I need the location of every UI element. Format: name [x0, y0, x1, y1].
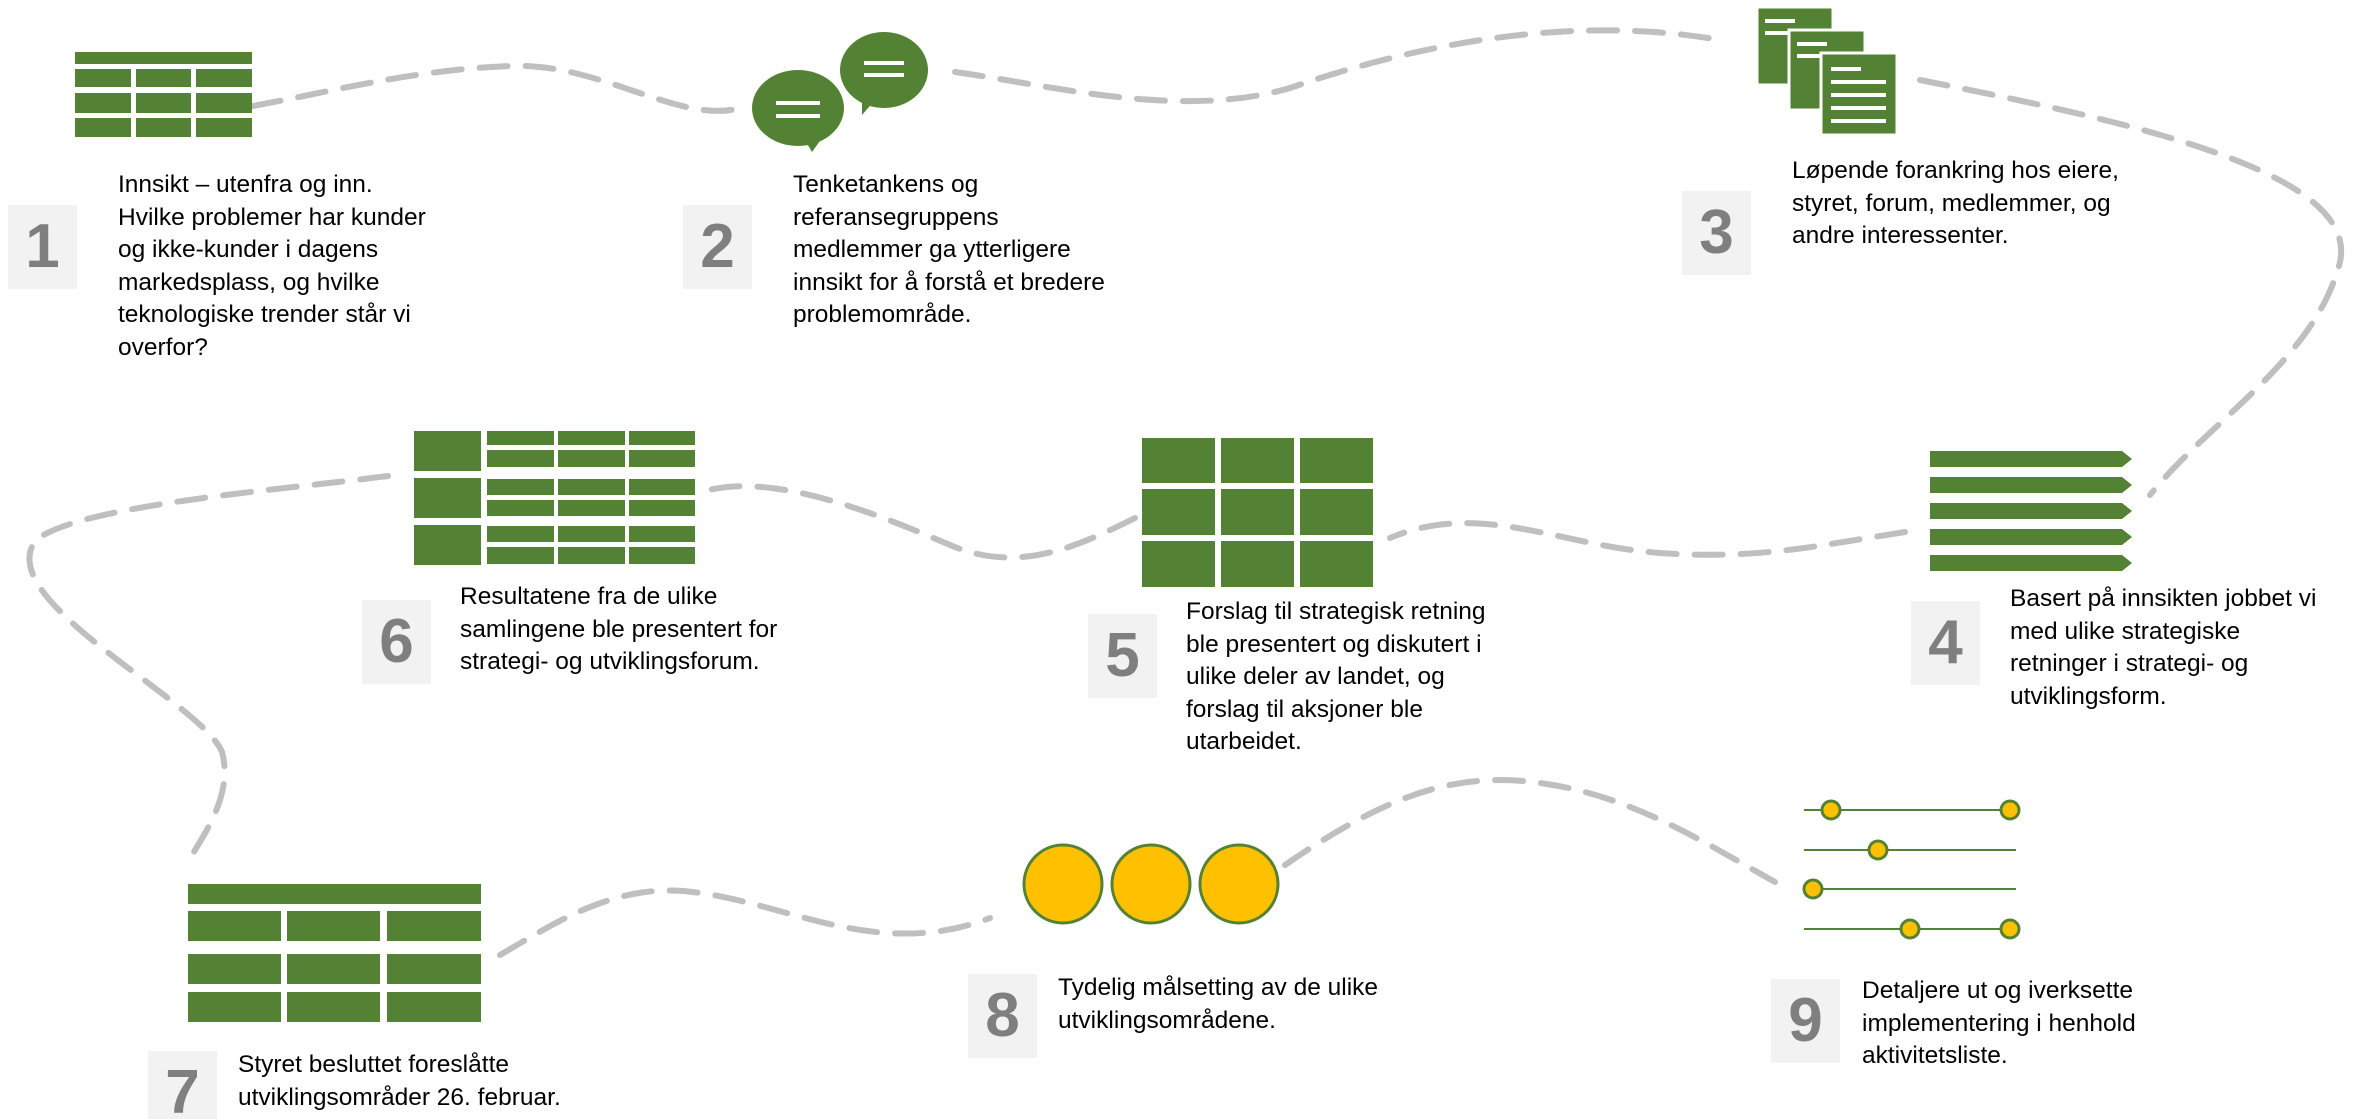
step-description: Basert på innsikten jobbet vi med ulike … — [2010, 585, 2317, 710]
dashed-journey-path — [26, 27, 2345, 958]
step-4-list-arrows-icon — [1930, 451, 2132, 571]
step-2-chat-bubbles-icon — [752, 32, 928, 152]
step-number-badge: 9 — [1771, 979, 1840, 1063]
step-5-grid-icon — [1142, 438, 1373, 587]
step-number-badge: 4 — [1911, 601, 1980, 685]
step-6-matrix-table-icon — [414, 431, 695, 565]
step-number-badge: 8 — [968, 974, 1037, 1058]
step-number-badge: 1 — [8, 205, 77, 289]
step-1-table-icon — [75, 52, 252, 137]
step-7-table-icon — [188, 884, 481, 1022]
step-description: Detaljere ut og iverksette implementerin… — [1862, 977, 2136, 1069]
step-description: Løpende forankring hos eiere, styret, fo… — [1792, 157, 2119, 249]
step-description: Tenketankens og referansegruppens medlem… — [793, 171, 1105, 328]
step-number-badge: 5 — [1088, 614, 1157, 698]
step-description: Resultatene fra de ulike samlingene ble … — [460, 583, 778, 675]
step-8-circles-icon — [1022, 843, 1280, 925]
step-3-documents-icon — [1755, 5, 1899, 137]
step-number-badge: 2 — [683, 205, 752, 289]
step-description: Forslag til strategisk retning ble prese… — [1186, 598, 1486, 755]
step-description: Styret besluttet foreslåtte utviklingsom… — [238, 1051, 561, 1111]
step-9-sliders-icon — [1802, 799, 2021, 940]
step-number-badge: 6 — [362, 600, 431, 684]
step-description: Innsikt – utenfra og inn. Hvilke problem… — [118, 171, 426, 361]
step-number-badge: 3 — [1682, 191, 1751, 275]
step-number-badge: 7 — [148, 1051, 217, 1119]
step-description: Tydelig målsetting av de ulike utvikling… — [1058, 974, 1379, 1034]
